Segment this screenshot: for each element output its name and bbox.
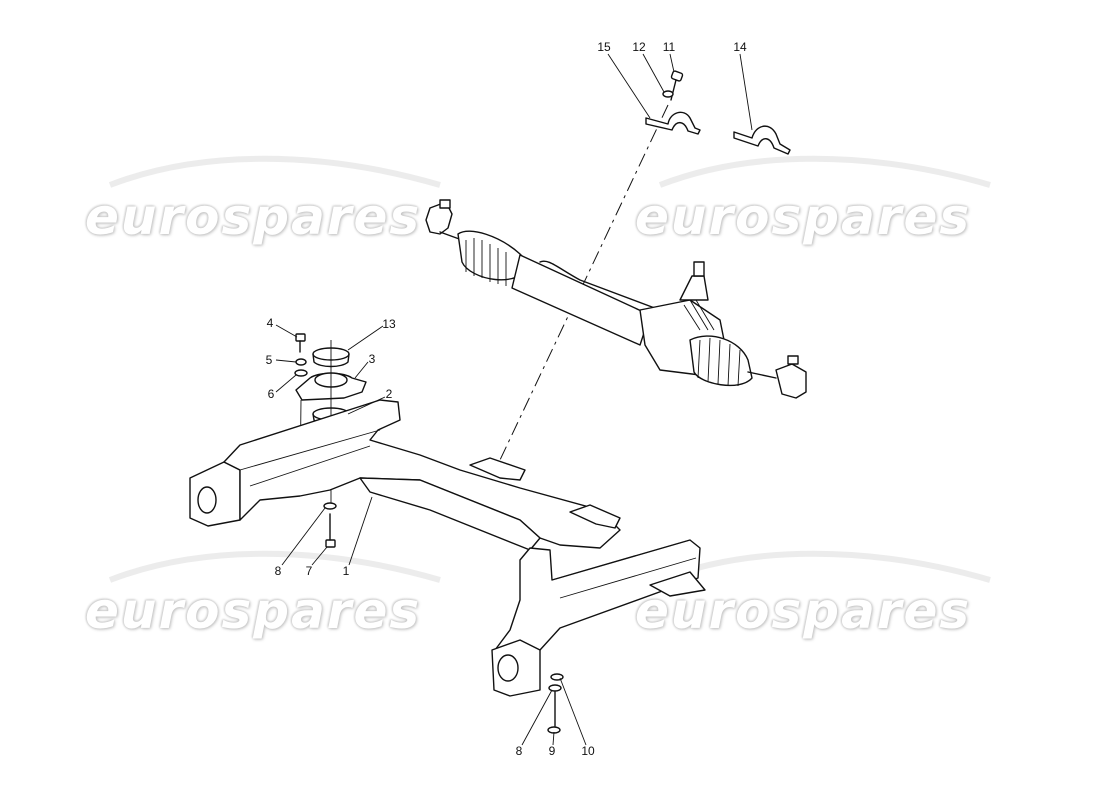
watermark-logo: eurospares	[85, 582, 422, 640]
part-label-12: 12	[632, 40, 646, 54]
part-label-3: 3	[368, 352, 376, 366]
part-label-2: 2	[385, 387, 393, 401]
rack-clamp-bracket-14	[733, 125, 791, 155]
part-label-9: 9	[548, 744, 556, 758]
mount-bolt-9	[547, 673, 564, 734]
part-label-8: 8	[274, 564, 282, 578]
part-label-1: 1	[342, 564, 350, 578]
leader-lines	[275, 53, 753, 746]
mount-bolt-7	[323, 502, 337, 548]
alignment-line	[499, 104, 669, 461]
steering-rack	[425, 199, 807, 399]
part-label-8: 8	[515, 744, 523, 758]
part-label-4: 4	[266, 316, 274, 330]
crossmember	[189, 399, 706, 697]
part-label-11: 11	[662, 40, 676, 54]
engine-mount-assembly	[294, 333, 367, 508]
part-label-15: 15	[597, 40, 611, 54]
part-label-6: 6	[267, 387, 275, 401]
watermark-logo: eurospares	[85, 188, 422, 246]
part-label-10: 10	[581, 744, 595, 758]
watermark-logo: eurospares	[635, 188, 972, 246]
part-label-5: 5	[265, 353, 273, 367]
part-label-14: 14	[733, 40, 747, 54]
rack-clamp-bracket-15	[645, 111, 701, 135]
part-label-13: 13	[382, 317, 396, 331]
part-label-7: 7	[305, 564, 313, 578]
watermark-swoosh	[108, 155, 991, 583]
clamp-bolt-11	[662, 70, 684, 101]
